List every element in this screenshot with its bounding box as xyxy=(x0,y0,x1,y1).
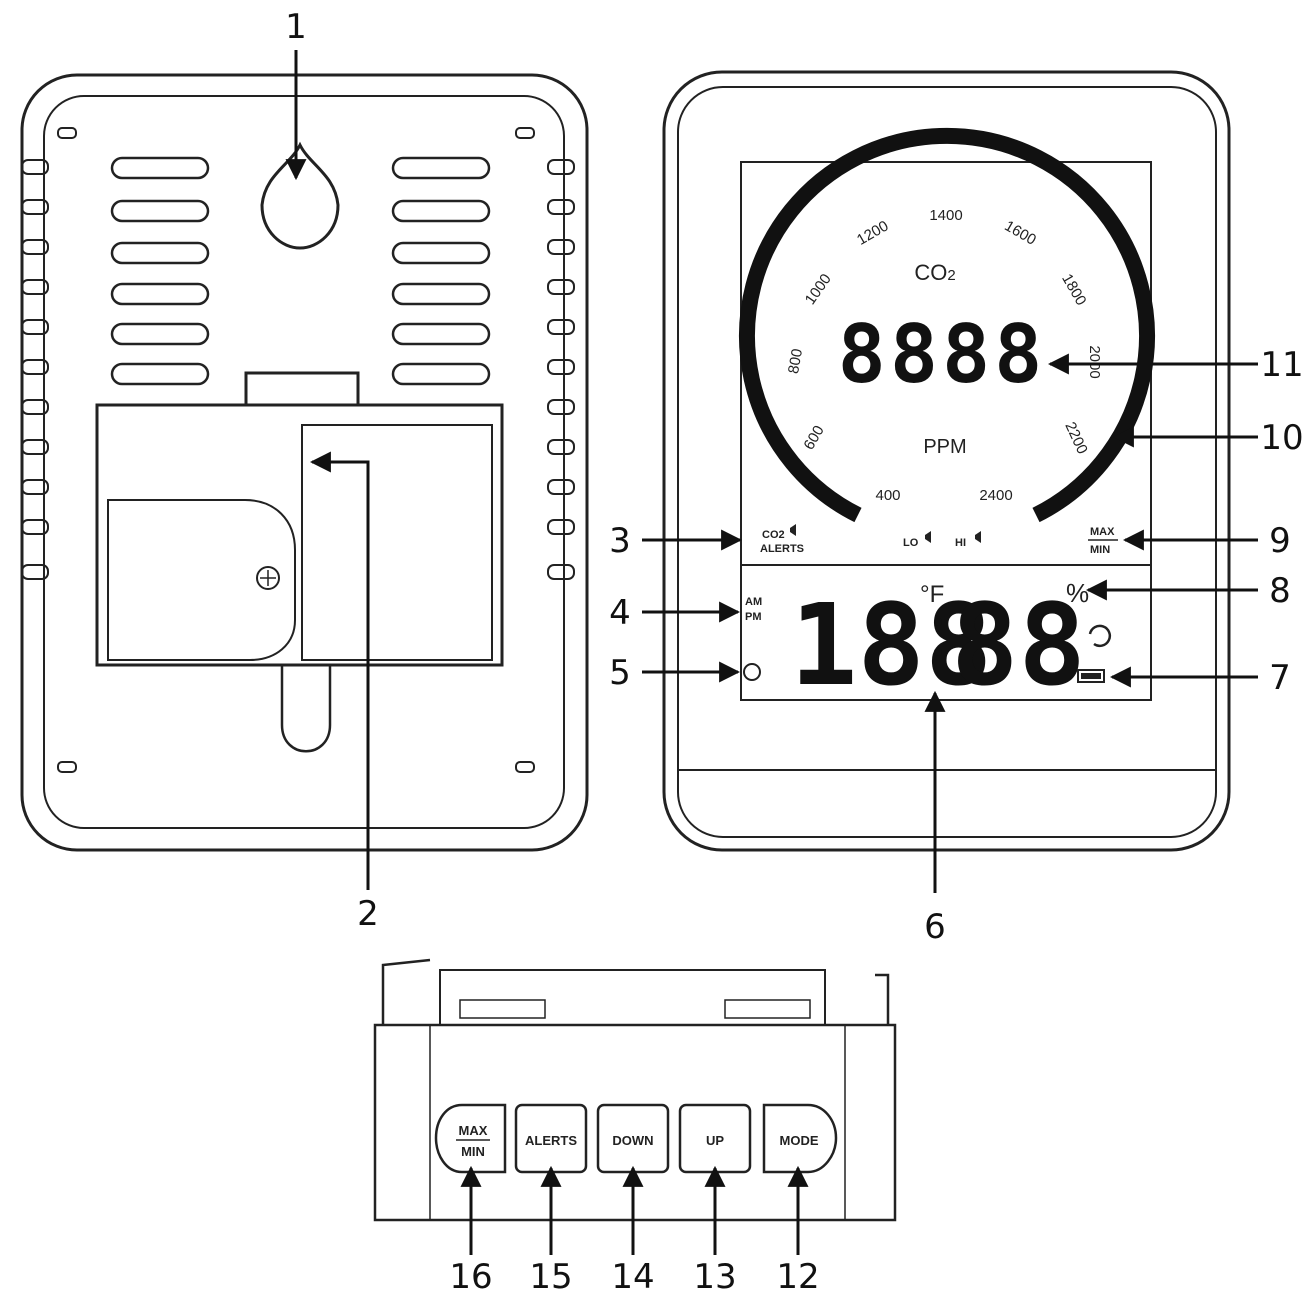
hi-speaker-icon xyxy=(975,531,981,543)
humidity-percent: % xyxy=(1066,578,1089,608)
callout-3: 3 xyxy=(609,521,631,561)
battery-screw xyxy=(256,566,280,590)
co2-alerts-line2: ALERTS xyxy=(760,543,804,555)
main-digits-right: 88 xyxy=(951,581,1086,711)
bottom-housing xyxy=(373,1023,897,1222)
min-button-label: MIN xyxy=(461,1144,485,1159)
callout-2: 2 xyxy=(357,894,379,934)
scale-tick-1200: 1200 xyxy=(854,217,891,248)
callout-13: 13 xyxy=(693,1257,736,1292)
scale-tick-1600: 1600 xyxy=(1002,217,1039,248)
main-digits-left: 188 xyxy=(790,581,992,711)
callout-14: 14 xyxy=(611,1257,654,1292)
scale-tick-1000: 1000 xyxy=(802,271,835,308)
keyhole-mount xyxy=(260,141,340,250)
max-min-button[interactable] xyxy=(434,1103,507,1174)
side-clips xyxy=(21,159,575,580)
hi-label: HI xyxy=(955,537,966,549)
callout-16: 16 xyxy=(449,1257,492,1292)
back-housing-inner xyxy=(43,95,565,829)
callout-6: 6 xyxy=(924,907,946,947)
scale-tick-1800: 1800 xyxy=(1058,271,1089,308)
mode-button[interactable] xyxy=(762,1103,838,1174)
alerts-button-label: ALERTS xyxy=(525,1133,577,1148)
callout-15: 15 xyxy=(529,1257,572,1292)
stand-tab xyxy=(280,665,332,753)
battery-door xyxy=(301,424,493,661)
co2-arc-gauge xyxy=(739,127,1155,523)
max-label: MAX xyxy=(1090,526,1115,538)
min-label: MIN xyxy=(1090,544,1110,556)
down-button-label: DOWN xyxy=(612,1133,653,1148)
battery-compartment xyxy=(95,403,504,667)
battery-icon xyxy=(1077,669,1105,683)
vent-slots xyxy=(110,156,491,386)
battery-latch xyxy=(244,371,360,407)
front-view: 400 600 800 1000 1200 1400 1600 1800 200… xyxy=(662,70,1231,852)
scale-tick-2400: 2400 xyxy=(979,487,1012,504)
temperature-unit: °F xyxy=(920,581,944,608)
bottom-view xyxy=(373,958,897,1222)
cycle-icon xyxy=(1088,624,1111,648)
mode-button-label: MODE xyxy=(780,1133,819,1148)
max-button-label: MAX xyxy=(459,1123,488,1138)
scale-tick-600: 600 xyxy=(800,423,827,453)
callout-12: 12 xyxy=(776,1257,819,1292)
callout-9: 9 xyxy=(1269,521,1291,561)
co2-digits: 8888 xyxy=(838,308,1047,401)
am-indicator: AM xyxy=(745,596,762,608)
callout-5: 5 xyxy=(609,653,631,693)
front-housing-outer xyxy=(662,70,1231,852)
scale-tick-2200: 2200 xyxy=(1061,419,1091,456)
callout-4: 4 xyxy=(609,593,631,633)
callout-1: 1 xyxy=(285,7,307,47)
alarm-clock-icon xyxy=(743,663,761,681)
scale-tick-800: 800 xyxy=(785,347,806,375)
scale-tick-1400: 1400 xyxy=(929,207,962,224)
lo-label: LO xyxy=(903,537,919,549)
up-button-label: UP xyxy=(706,1133,724,1148)
alarm-speaker-icon xyxy=(790,524,796,536)
co2-label: CO2 xyxy=(914,260,955,285)
callout-11: 11 xyxy=(1260,345,1303,385)
callout-10: 10 xyxy=(1260,418,1303,458)
back-view xyxy=(20,73,589,852)
back-housing-outer xyxy=(20,73,589,852)
scale-tick-2000: 2000 xyxy=(1086,345,1103,378)
lo-speaker-icon xyxy=(925,531,931,543)
co2-alerts-line1: CO2 xyxy=(762,529,785,541)
scale-tick-400: 400 xyxy=(875,487,900,504)
ppm-label: PPM xyxy=(923,436,966,458)
pm-indicator: PM xyxy=(745,611,762,623)
callout-7: 7 xyxy=(1269,658,1291,698)
lcd-screen xyxy=(740,161,1152,701)
callout-arrows xyxy=(285,50,1258,1255)
front-housing-inner xyxy=(677,86,1217,838)
callout-8: 8 xyxy=(1269,571,1291,611)
